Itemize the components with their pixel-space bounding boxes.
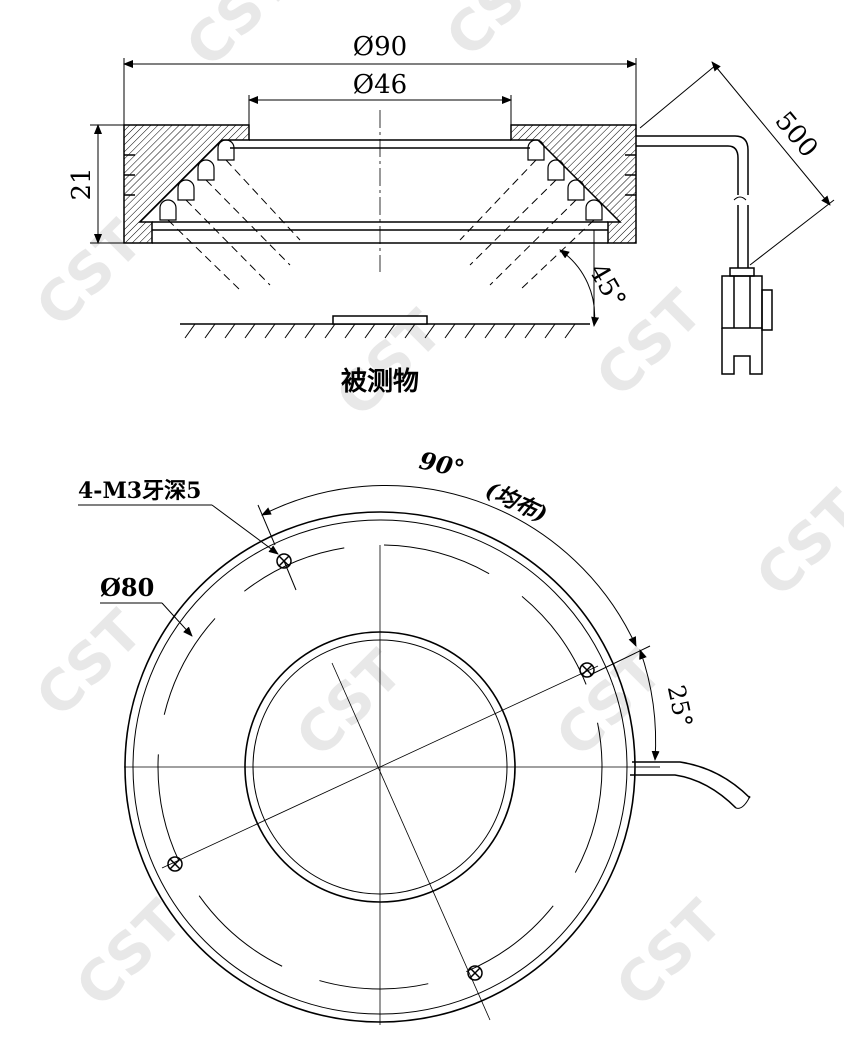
svg-text:CST: CST	[434, 0, 565, 70]
height-label: 21	[67, 167, 97, 200]
angle-45-label: 45°	[582, 259, 631, 314]
top-view	[78, 485, 751, 1025]
offset-angle-label: 25°	[662, 683, 698, 730]
svg-text:CST: CST	[604, 889, 735, 1020]
bolt-circle-label: Ø80	[100, 573, 154, 602]
side-view	[90, 58, 835, 375]
object-label: 被测物	[341, 367, 419, 397]
svg-text:CST: CST	[64, 889, 195, 1020]
svg-text:CST: CST	[24, 599, 155, 730]
svg-text:CST: CST	[284, 639, 415, 770]
svg-text:CST: CST	[174, 0, 305, 80]
thread-note-label: 4-M3牙深5	[78, 478, 201, 504]
outer-diameter-label: Ø90	[353, 32, 407, 62]
svg-text:CST: CST	[744, 479, 844, 610]
inner-diameter-label: Ø46	[353, 70, 407, 100]
cable-length-label: 500	[769, 106, 824, 163]
spacing-note-label: (均布)	[481, 477, 551, 528]
spacing-angle-label: 90°	[417, 446, 467, 484]
